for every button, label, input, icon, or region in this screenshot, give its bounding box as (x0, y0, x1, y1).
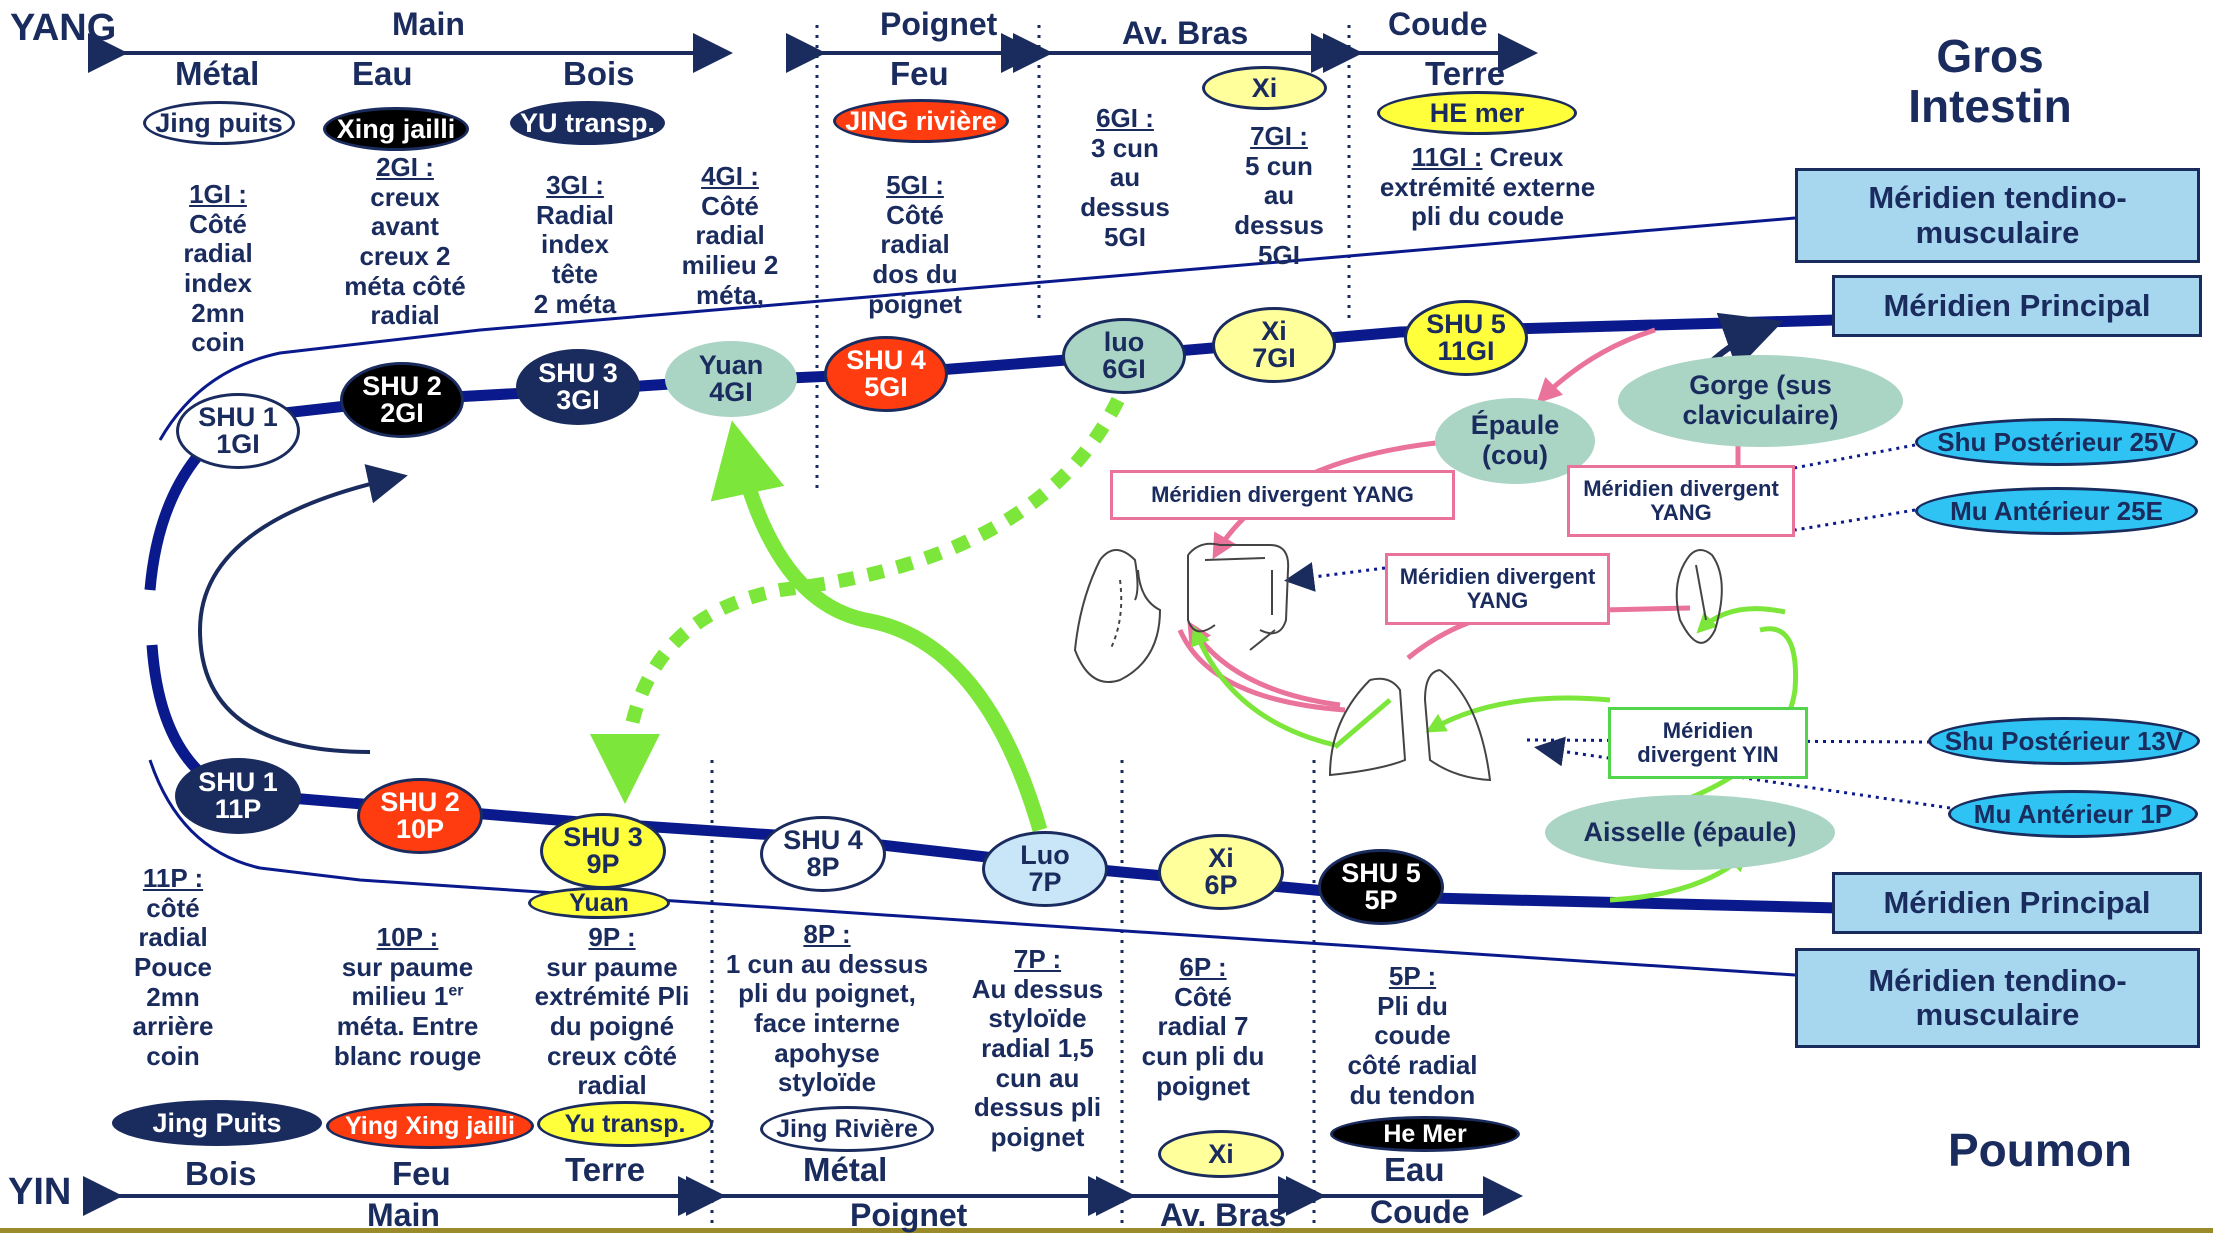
trachea-icon (1675, 549, 1723, 644)
poumon-title: Poumon (1948, 1124, 2132, 1176)
desc-5gi: 5GI : Côté radial dos du poignet (868, 170, 962, 319)
pill-he-mer-top: HE mer (1377, 91, 1577, 135)
top-element-bois: Bois (563, 55, 635, 92)
top-section-main: Main (392, 6, 465, 42)
bottom-section-coude: Coude (1370, 1194, 1470, 1230)
box-divergent-yang-2: Méridien divergent YANG (1567, 465, 1795, 537)
inner-curve-arrow (197, 464, 408, 754)
pill-jing-riviere-bottom: Jing Rivière (760, 1106, 934, 1152)
pill-mu-anterieur-1p: Mu Antérieur 1P (1948, 790, 2198, 838)
desc-7gi: 7GI : 5 cun au dessus 5GI (1234, 121, 1324, 270)
yin-label: YIN (8, 1171, 72, 1213)
pill-shu-posterieur-25v: Shu Postérieur 25V (1915, 418, 2198, 466)
box-tendino-bottom: Méridien tendino-musculaire (1795, 948, 2200, 1048)
region-gorge: Gorge (sus claviculaire) (1618, 355, 1903, 447)
top-element-terre: Terre (1425, 55, 1506, 92)
stomach-icon (1073, 549, 1162, 683)
desc-5p: 5P : Pli du coude côté radial du tendon (1347, 961, 1478, 1110)
pill-xing-jailli-top: Xing jailli (323, 107, 469, 151)
pill-ying-xing-bottom: Ying Xing jailli (326, 1103, 534, 1149)
bottom-element-metal: Métal (803, 1151, 888, 1188)
desc-7p: 7P : Au dessus styloïde radial 1,5 cun a… (971, 944, 1104, 1152)
section-separators (710, 25, 1351, 1230)
top-element-eau: Eau (352, 55, 413, 92)
bottom-section-main: Main (367, 1197, 440, 1233)
pill-xi-bottom: Xi (1158, 1130, 1284, 1178)
pill-jing-puits-top: Jing puits (143, 101, 295, 145)
luo-dotted-green-arrow (590, 396, 1125, 804)
bottom-element-eau: Eau (1384, 1151, 1445, 1188)
pill-shu-posterieur-13v: Shu Postérieur 13V (1928, 717, 2200, 765)
pill-he-mer-bottom: He Mer (1330, 1116, 1520, 1152)
pill-xi-top: Xi (1202, 66, 1327, 110)
desc-3gi: 3GI : Radial index tête 2 méta (533, 170, 617, 319)
yang-label: YANG (10, 7, 117, 49)
pill-mu-anterieur-25e: Mu Antérieur 25E (1915, 487, 2198, 535)
box-tendino-top: Méridien tendino-musculaire (1795, 168, 2200, 263)
box-divergent-yang-1: Méridien divergent YANG (1110, 470, 1455, 520)
desc-4gi: 4GI : Côté radial milieu 2 méta, (681, 161, 779, 310)
desc-10p: 10P : sur paume milieu 1er méta. Entre b… (333, 922, 482, 1071)
top-section-poignet: Poignet (880, 6, 998, 42)
pill-yu-transp-bottom: Yu transp. (537, 1101, 713, 1147)
gros-intestin-title: Gros Intestin (1908, 30, 2072, 132)
pill-jing-puits-bottom: Jing Puits (112, 1100, 322, 1146)
box-divergent-yin: Méridien divergent YIN (1608, 707, 1808, 779)
region-aisselle: Aisselle (épaule) (1545, 795, 1835, 870)
pill-yu-transp-top: YU transp. (510, 101, 665, 145)
desc-6gi: 6GI : 3 cun au dessus 5GI (1080, 103, 1170, 252)
lungs-icon (1328, 669, 1492, 782)
top-section-av-bras: Av. Bras (1122, 15, 1249, 51)
box-principal-top: Méridien Principal (1832, 275, 2202, 337)
desc-6p: 6P : Côté radial 7 cun pli du poignet (1141, 952, 1265, 1101)
tendino-lines (148, 216, 1796, 977)
bottom-element-terre: Terre (565, 1151, 646, 1188)
colon-icon (1187, 542, 1290, 651)
pill-jing-riviere-top: JING rivière (833, 99, 1009, 143)
bottom-element-bois: Bois (185, 1155, 257, 1192)
desc-11gi: 11GI : Creux extrémité externe pli du co… (1379, 142, 1596, 232)
desc-9p: 9P : sur paume extrémité Pli du poigné c… (534, 922, 690, 1101)
pill-yuan-9p: Yuan (528, 887, 670, 919)
top-section-coude: Coude (1388, 6, 1488, 42)
desc-11p: 11P : côté radial Pouce 2mn arrière coin (132, 863, 214, 1071)
bottom-section-av-bras: Av. Bras (1160, 1197, 1287, 1233)
top-element-metal: Métal (175, 55, 260, 92)
luo-yuan-green-arrow (710, 420, 1048, 833)
top-element-feu: Feu (890, 55, 949, 92)
bottom-bar (0, 1228, 2213, 1233)
bottom-element-feu: Feu (392, 1155, 451, 1192)
desc-8p: 8P : 1 cun au dessus pli du poignet, fac… (725, 919, 929, 1098)
bottom-section-poignet: Poignet (850, 1197, 968, 1233)
box-principal-bottom: Méridien Principal (1832, 872, 2202, 934)
box-divergent-yang-3: Méridien divergent YANG (1385, 553, 1610, 625)
desc-1gi: 1GI : Côté radial index 2mn coin (183, 179, 253, 358)
desc-2gi: 2GI : creux avant creux 2 méta côté radi… (344, 152, 466, 331)
